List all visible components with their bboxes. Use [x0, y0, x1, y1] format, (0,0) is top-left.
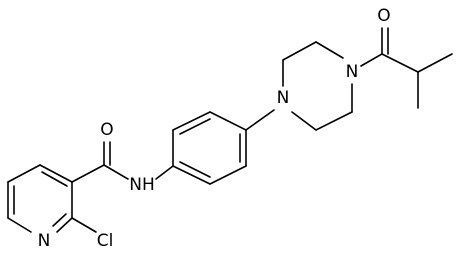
- amide-nh-label: NH: [129, 175, 155, 195]
- piperazine-aryl-nitrogen-label: N: [277, 88, 290, 108]
- amide-oxygen-label: O: [100, 120, 113, 140]
- piperazine-ring: [282, 41, 353, 131]
- amide-group: [71, 141, 174, 183]
- aryl-n-bond: [245, 109, 275, 131]
- chlorine-label: Cl: [97, 231, 114, 251]
- ketone-oxygen-label: O: [377, 6, 390, 26]
- phenyl-ring: [172, 111, 247, 185]
- isobutyryl-group: [360, 27, 453, 109]
- c-cl-bond: [71, 217, 97, 233]
- piperazine-acyl-nitrogen-label: N: [346, 62, 359, 82]
- pyridine-ring: [7, 164, 73, 233]
- pyridine-nitrogen-label: N: [38, 231, 51, 251]
